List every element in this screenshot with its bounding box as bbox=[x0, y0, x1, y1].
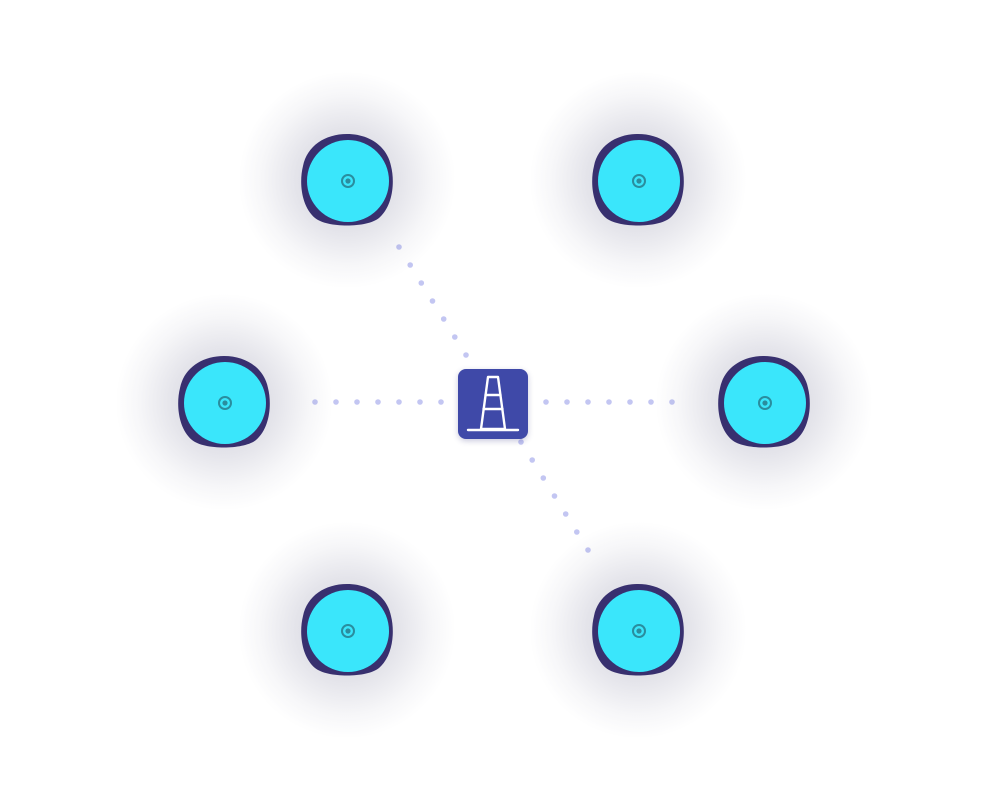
connector-dot bbox=[585, 399, 591, 405]
connector-hub-to-top-left bbox=[396, 244, 469, 358]
connector-dot bbox=[407, 262, 414, 268]
connector-hub-to-bottom-right bbox=[518, 439, 591, 553]
node-bottom-left[interactable] bbox=[237, 520, 457, 740]
connector-hub-to-middle-right bbox=[543, 399, 675, 405]
node-middle-right[interactable] bbox=[654, 292, 874, 512]
connector-dot bbox=[312, 399, 318, 405]
target-dot-icon bbox=[592, 584, 684, 676]
connector-dot bbox=[585, 547, 591, 553]
connector-dot bbox=[669, 399, 675, 405]
target-dot-icon bbox=[178, 356, 270, 448]
connector-dot bbox=[518, 439, 524, 445]
connector-dot bbox=[396, 399, 402, 405]
connector-dot bbox=[429, 298, 436, 304]
connector-dot bbox=[627, 399, 633, 405]
connector-dot bbox=[648, 399, 654, 405]
connector-dot bbox=[463, 352, 469, 358]
connector-dot bbox=[452, 334, 458, 340]
node-middle-left[interactable] bbox=[114, 292, 334, 512]
connector-dot bbox=[574, 529, 580, 535]
connector-dot bbox=[551, 493, 558, 499]
target-dot-icon bbox=[301, 134, 393, 226]
connector-dot bbox=[529, 457, 535, 463]
target-dot-icon bbox=[592, 134, 684, 226]
target-dot-icon bbox=[718, 356, 810, 448]
connector-dot bbox=[540, 475, 547, 481]
connector-dot bbox=[375, 399, 381, 405]
connector-dot bbox=[354, 399, 360, 405]
target-dot-icon bbox=[301, 584, 393, 676]
connector-dot bbox=[440, 316, 447, 322]
hub-node[interactable] bbox=[458, 369, 528, 439]
node-top-right[interactable] bbox=[528, 70, 748, 290]
connector-dot bbox=[417, 399, 423, 405]
connector-dot bbox=[606, 399, 612, 405]
node-top-left[interactable] bbox=[237, 70, 457, 290]
node-bottom-right[interactable] bbox=[528, 520, 748, 740]
connector-dot bbox=[543, 399, 549, 405]
connector-dot bbox=[564, 399, 570, 405]
connector-dot bbox=[396, 244, 402, 250]
connector-dot bbox=[418, 280, 425, 286]
connector-dot bbox=[333, 399, 339, 405]
connector-dot bbox=[438, 399, 444, 405]
traffic-cone-icon bbox=[466, 375, 520, 432]
connector-hub-to-middle-left bbox=[312, 399, 444, 405]
connector-dot bbox=[562, 511, 569, 517]
